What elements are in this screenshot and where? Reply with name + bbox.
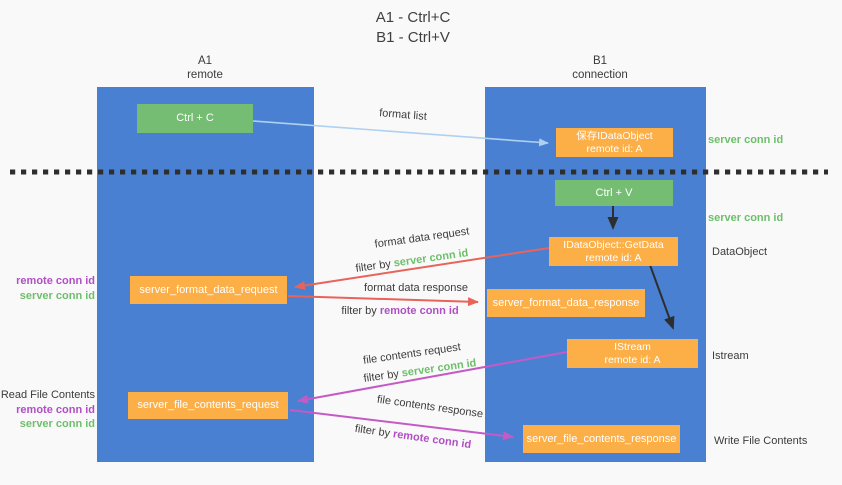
filter-by-text: filter by [341,305,377,317]
lane-header-b1: B1 connection [535,55,665,82]
idataobject-getdata-node: IDataObject::GetData remote id: A [549,237,678,266]
istream-side-label: Istream [712,350,749,362]
read-file-contents-label: Read File Contents [0,389,95,401]
save-idataobject-line2: remote id: A [586,142,643,155]
istream-node: IStream remote id: A [567,339,698,368]
ctrl-c-label: Ctrl + C [176,112,214,124]
save-idataobject-line1: 保存IDataObject [576,129,653,142]
server-file-contents-response-node: server_file_contents_response [523,425,680,453]
ctrl-v-label: Ctrl + V [595,186,633,199]
title-line-1: A1 - Ctrl+C [375,9,451,26]
filter-by-text: filter by [354,422,391,440]
lane-a1-name: A1 [197,55,213,67]
lane-a1-subtitle: remote [187,68,223,81]
server-conn-id-text: server conn id [400,357,478,380]
file-request-label: server_file_contents_request [137,399,279,411]
format-data-response-label: format data response [364,282,468,294]
format-request-label: server_format_data_request [139,283,278,296]
remote-conn-id-annotation: remote conn id [16,403,95,416]
remote-conn-id-text: remote conn id [379,305,459,317]
server-file-contents-request-node: server_file_contents_request [128,392,288,419]
filter-by-remote-conn-id-label-format: filter by remote conn id [320,305,480,317]
file-response-label: server_file_contents_response [526,432,677,445]
remote-conn-id-text: remote conn id [392,428,472,452]
filter-by-remote-conn-id-label-file: filter by remote conn id [333,420,493,454]
title-line-2: B1 - Ctrl+V [376,29,450,46]
format-list-label: format list [378,107,428,123]
lane-b1-name: B1 [592,55,608,67]
page-title: A1 - Ctrl+C B1 - Ctrl+V [308,8,518,48]
format-data-response-arrow [287,295,479,307]
dataobject-label: DataObject [712,246,768,258]
save-idataobject-node: 保存IDataObject remote id: A [556,128,673,157]
ctrl-v-node: Ctrl + V [555,180,673,206]
server-format-data-response-node: server_format_data_response [487,289,645,317]
server-format-data-request-node: server_format_data_request [130,276,287,304]
left-file-conn-ids: Read File Contents remote conn id server… [0,388,95,432]
write-file-contents-label: Write File Contents [714,435,808,447]
ctrl-c-node: Ctrl + C [137,104,253,133]
server-conn-id-annotation: server conn id [19,289,95,302]
lane-header-a1: A1 remote [140,55,270,82]
istream-line2: remote id: A [604,353,661,366]
filter-by-text: filter by [354,258,392,275]
left-format-conn-ids: remote conn id server conn id [5,274,95,303]
server-conn-id-annotation: server conn id [19,418,95,430]
format-response-label: server_format_data_response [492,296,640,309]
filter-by-text: filter by [362,368,400,385]
server-conn-id-text: server conn id [392,247,470,270]
lane-b1-subtitle: connection [572,68,628,81]
remote-conn-id-annotation: remote conn id [16,275,95,287]
server-conn-id-annotation-top: server conn id [708,134,784,146]
istream-line1: IStream [614,340,651,353]
getdata-line2: remote id: A [585,251,642,264]
server-conn-id-annotation-mid: server conn id [708,212,784,224]
getdata-line1: IDataObject::GetData [563,238,664,251]
